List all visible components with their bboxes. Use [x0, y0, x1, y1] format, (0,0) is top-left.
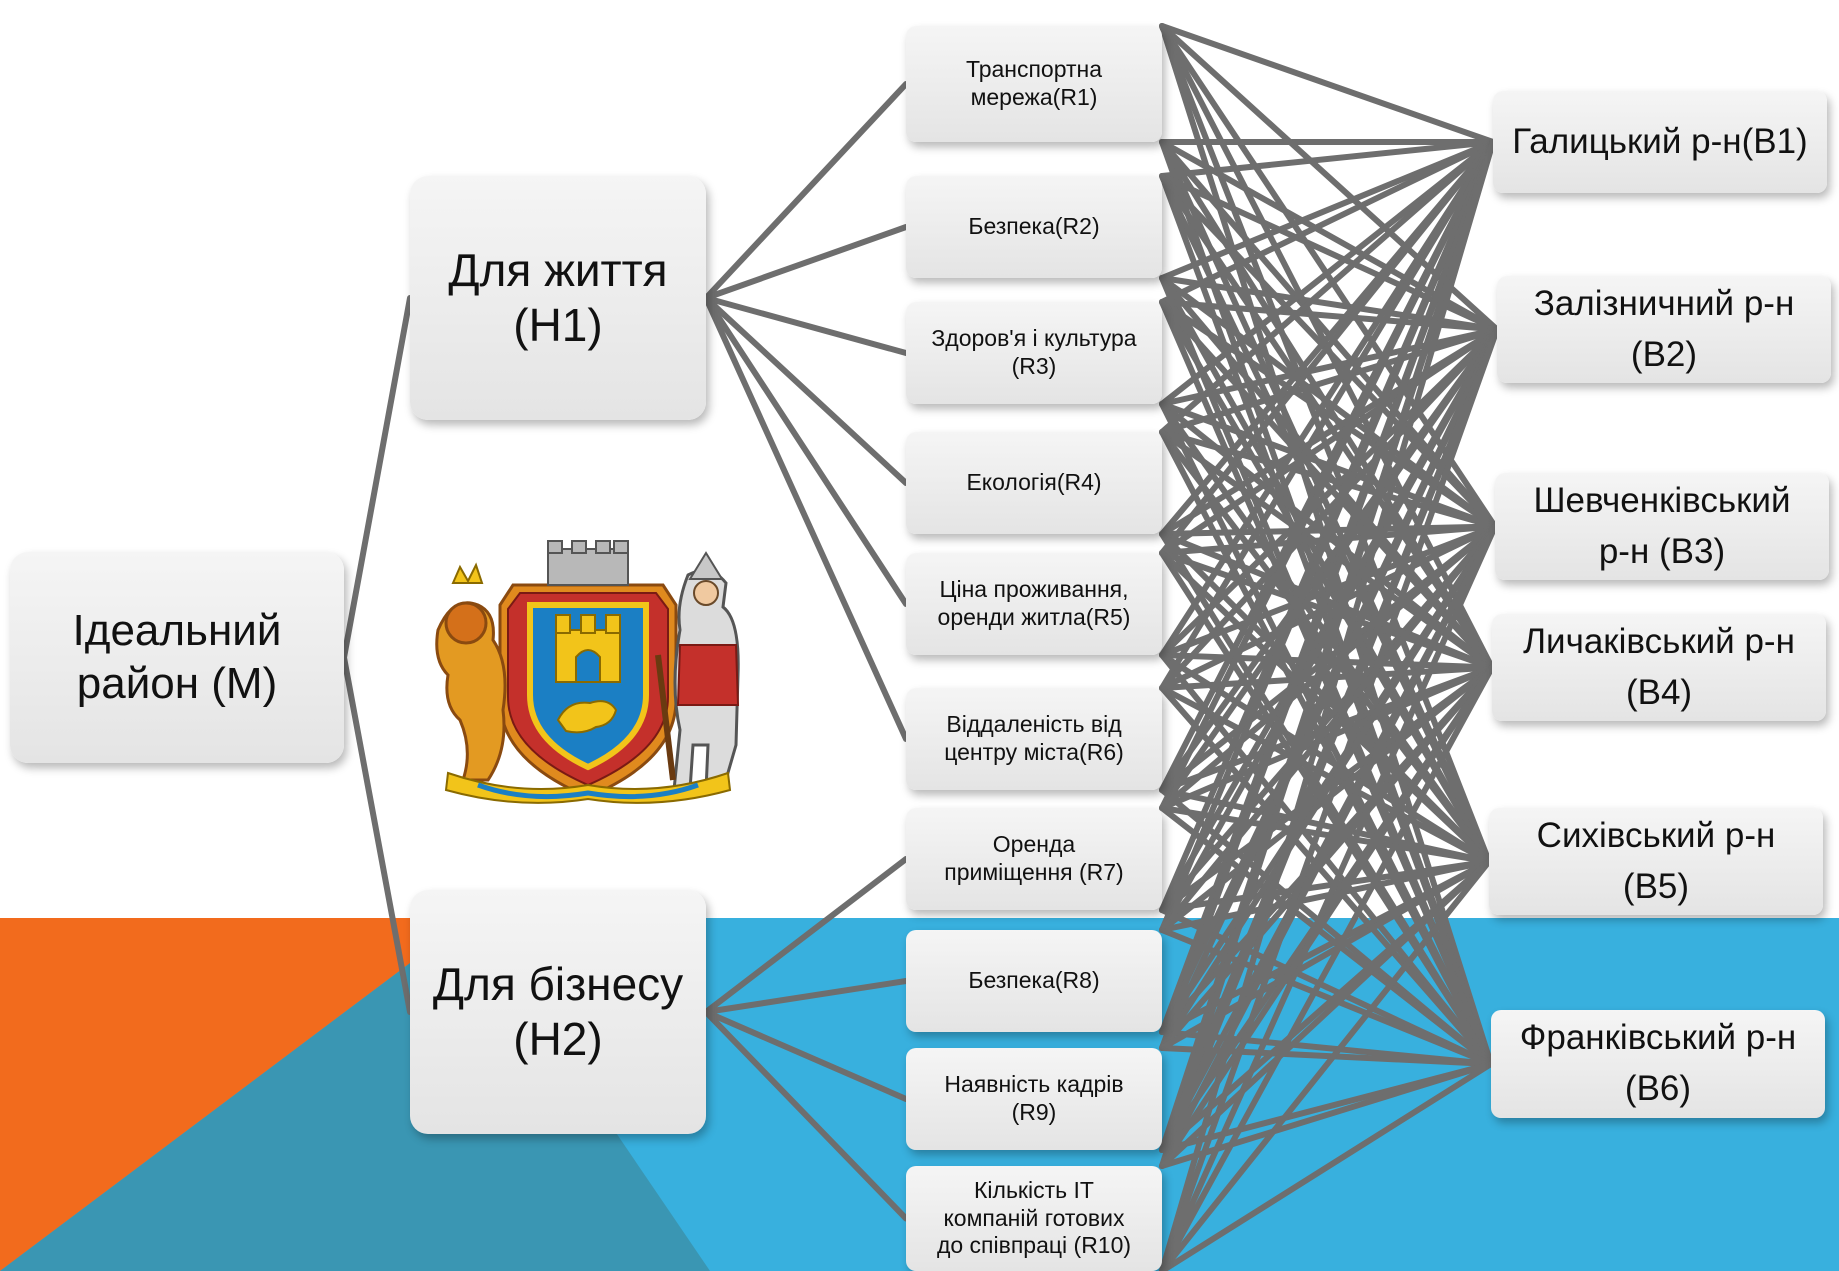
criterion-node-ecology: Екологія(R4): [906, 432, 1162, 534]
edge-R8-B5: [1159, 858, 1492, 933]
lviv-coat-of-arms-image: [435, 540, 740, 804]
criterion-node-safety-business: Безпека(R8): [906, 930, 1162, 1032]
edge-R4-B2: [1159, 326, 1500, 435]
criterion-node-living-cost: Ціна проживання, оренди житла(R5): [906, 553, 1162, 655]
edge-R10-B1: [1159, 139, 1496, 1169]
alternative-node-lychakivskyi: Личаківський р-н (B4): [1492, 614, 1826, 721]
edge-H2-R9: [703, 1009, 909, 1102]
edge-H1-R5: [703, 295, 909, 607]
edge-M-H1: [341, 295, 413, 661]
edge-R10-B6: [1159, 1061, 1494, 1169]
edge-R10-B6-lower: [1159, 1061, 1494, 1271]
edge-R4-B4: [1159, 429, 1495, 671]
edge-R2-B4: [1159, 173, 1495, 671]
edge-R7-B4: [1159, 664, 1495, 811]
edge-H1-R2: [703, 224, 909, 301]
edge-R7-B3: [1159, 523, 1498, 811]
criterion-node-distance-center: Віддаленість від центру міста(R6): [906, 688, 1162, 790]
edge-R8-B1: [1159, 139, 1496, 933]
edge-R9-B4: [1159, 664, 1495, 1051]
criterion-node-premises-rent: Оренда приміщення (R7): [906, 808, 1162, 910]
edge-R10-B5-lower: [1159, 858, 1492, 1271]
edge-R7-B2: [1159, 326, 1500, 811]
goal-node-for-business: Для бізнесу (H2): [410, 890, 706, 1134]
criterion-node-health-culture: Здоров'я і культура (R3): [906, 302, 1162, 404]
edge-R3-B2-lower: [1159, 326, 1500, 407]
alternative-node-shevchenkivskyi: Шевченківський р-н (B3): [1495, 473, 1829, 580]
edge-R10-B4: [1159, 664, 1495, 1169]
edge-H2-R7: [703, 856, 909, 1015]
edge-R8-B6: [1159, 927, 1494, 1067]
edge-R7-B6: [1159, 805, 1494, 1067]
criterion-node-staff-availability: Наявність кадрів (R9): [906, 1048, 1162, 1150]
criterion-node-it-companies: Кількість IT компаній готових до співпра…: [906, 1166, 1162, 1271]
edge-R8-B3: [1159, 523, 1498, 933]
edge-R5-B2: [1159, 326, 1500, 556]
goal-node-for-life: Для життя (H1): [410, 176, 706, 420]
edge-R6-B2: [1159, 326, 1500, 691]
edge-R6-B6: [1159, 685, 1494, 1067]
edge-R2-B1: [1159, 139, 1496, 179]
edge-R4-B1: [1159, 139, 1496, 435]
edge-R10-B4-lower: [1159, 664, 1495, 1271]
alternative-node-frankivskyi: Франківський р-н (B6): [1491, 1010, 1825, 1118]
edge-H1-R1: [703, 81, 909, 301]
alternative-node-halytskyi: Галицький р-н(B1): [1493, 91, 1827, 193]
root-node-ideal-district: Ідеальний район (M): [10, 552, 344, 763]
edge-R6-B4: [1159, 664, 1495, 691]
edge-R9-B3: [1159, 523, 1498, 1051]
edge-H1-R3: [703, 295, 909, 356]
edge-R3-B4: [1159, 299, 1495, 671]
alternative-node-sykhivskyi: Сихівський р-н (B5): [1489, 808, 1823, 915]
edge-R9-B6: [1159, 1045, 1494, 1067]
edge-R9-B5: [1159, 858, 1492, 1051]
edge-R7-B5: [1159, 805, 1492, 865]
edge-R6-B5: [1159, 685, 1492, 865]
criterion-node-transport: Транспортна мережа(R1): [906, 26, 1162, 142]
edge-R1-B3: [1159, 23, 1498, 530]
edge-R10-B2: [1159, 326, 1500, 1169]
edge-R7-B1: [1159, 139, 1496, 811]
edge-R1-B1: [1159, 23, 1496, 145]
edge-R10-B5: [1159, 858, 1492, 1169]
edge-H2-R10: [703, 1009, 909, 1222]
edge-R6-B3: [1159, 523, 1498, 691]
edge-H1-R6: [703, 295, 909, 742]
edge-M-H2: [341, 654, 413, 1015]
edge-R3-B1: [1159, 139, 1496, 305]
edge-R10-B3: [1159, 523, 1498, 1169]
bg-teal-triangle: [0, 918, 710, 1271]
edge-H1-R4: [703, 295, 909, 486]
edge-R5-B1: [1159, 139, 1496, 556]
criterion-node-safety-life: Безпека(R2): [906, 176, 1162, 278]
edge-R8-B2: [1159, 326, 1500, 933]
edge-R6-B1: [1159, 139, 1496, 691]
edge-R9-B2: [1159, 326, 1500, 1051]
edge-H2-R8: [703, 978, 909, 1015]
alternative-node-zaliznychnyi: Залізничний р-н (B2): [1497, 276, 1831, 383]
edge-R9-B1: [1159, 139, 1496, 1051]
